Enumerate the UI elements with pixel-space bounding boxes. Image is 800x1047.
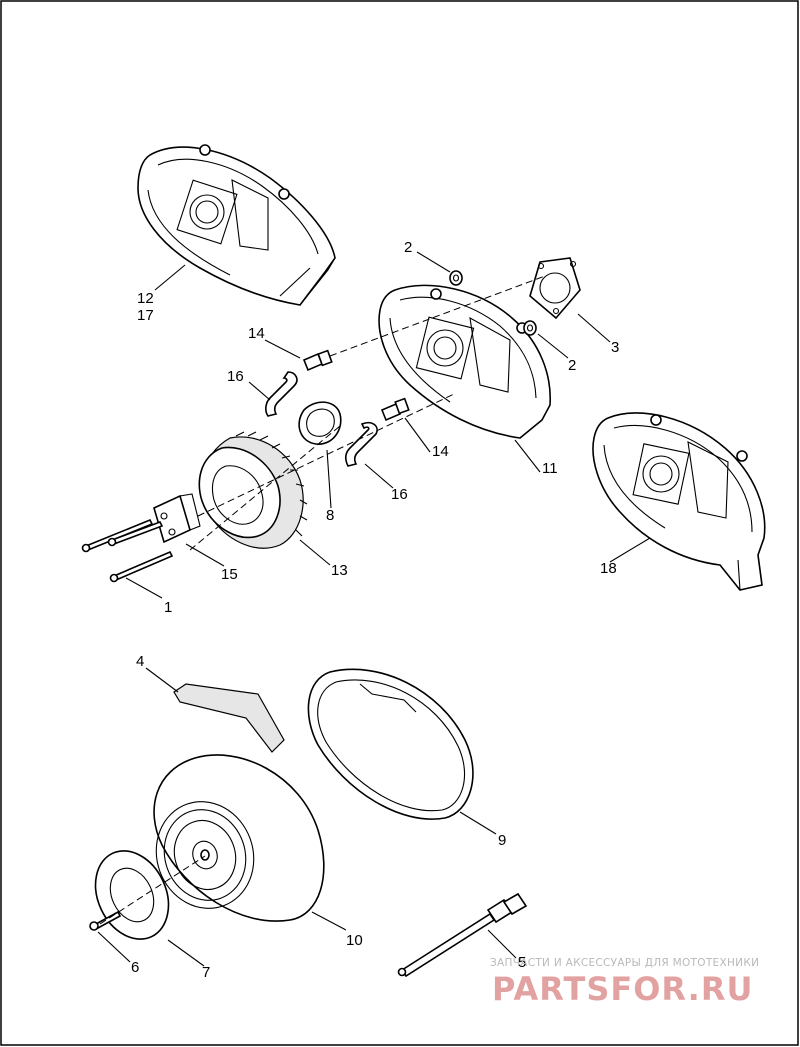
callout-16-right: 16	[391, 486, 408, 503]
washer-2-right	[523, 320, 537, 336]
callout-12: 12	[137, 290, 154, 307]
screw-6	[89, 910, 122, 931]
callout-2-right: 2	[568, 357, 576, 374]
callout-6: 6	[131, 959, 139, 976]
washer-2-top	[449, 270, 463, 286]
hose-16-right	[345, 421, 378, 467]
watermark-tagline: ЗАПЧАСТИ И АКСЕССУАРЫ ДЛЯ МОТОТЕХНИКИ	[490, 957, 759, 969]
sensor-5	[397, 892, 528, 978]
backplate-12-17	[137, 144, 336, 306]
callout-5: 5	[518, 954, 526, 971]
bracket-15	[153, 493, 201, 544]
bolt-14-lower	[380, 397, 410, 422]
backplate-18	[592, 412, 766, 591]
cover-10	[153, 754, 325, 922]
callout-18: 18	[600, 560, 617, 577]
callout-13: 13	[331, 562, 348, 579]
backplate-11	[378, 284, 551, 439]
callout-1: 1	[164, 599, 172, 616]
plate-3	[529, 257, 581, 320]
callout-7: 7	[202, 964, 210, 981]
callout-16-left: 16	[227, 368, 244, 385]
filter-element-13	[198, 431, 308, 549]
screws-1	[81, 518, 174, 583]
callout-15: 15	[221, 566, 238, 583]
bolt-14-upper	[302, 349, 333, 372]
assembly-axis-lines	[189, 275, 546, 551]
callout-8: 8	[326, 507, 334, 524]
seal-strip-4	[173, 683, 285, 753]
callouts: 12 17 2 2 3 14 14 16 16 11 8 13 15 1 18 …	[131, 239, 619, 981]
callout-11: 11	[542, 460, 558, 477]
callout-9: 9	[498, 832, 506, 849]
watermark-logo: PARTSFOR.RU	[492, 970, 753, 1008]
leader-lines	[97, 251, 651, 967]
callout-14-upper: 14	[248, 325, 265, 342]
trim-ring-9	[307, 668, 474, 820]
callout-14-lower: 14	[432, 443, 449, 460]
callout-10: 10	[346, 932, 363, 949]
hose-16-left	[265, 371, 298, 417]
callout-4: 4	[136, 653, 144, 670]
gasket-8	[298, 401, 342, 445]
callout-17: 17	[137, 307, 154, 324]
watermark: ЗАПЧАСТИ И АКСЕССУАРЫ ДЛЯ МОТОТЕХНИКИ PA…	[490, 957, 759, 1008]
callout-2-top: 2	[404, 239, 412, 256]
cover-axis-line	[99, 855, 206, 925]
callout-3: 3	[611, 339, 619, 356]
